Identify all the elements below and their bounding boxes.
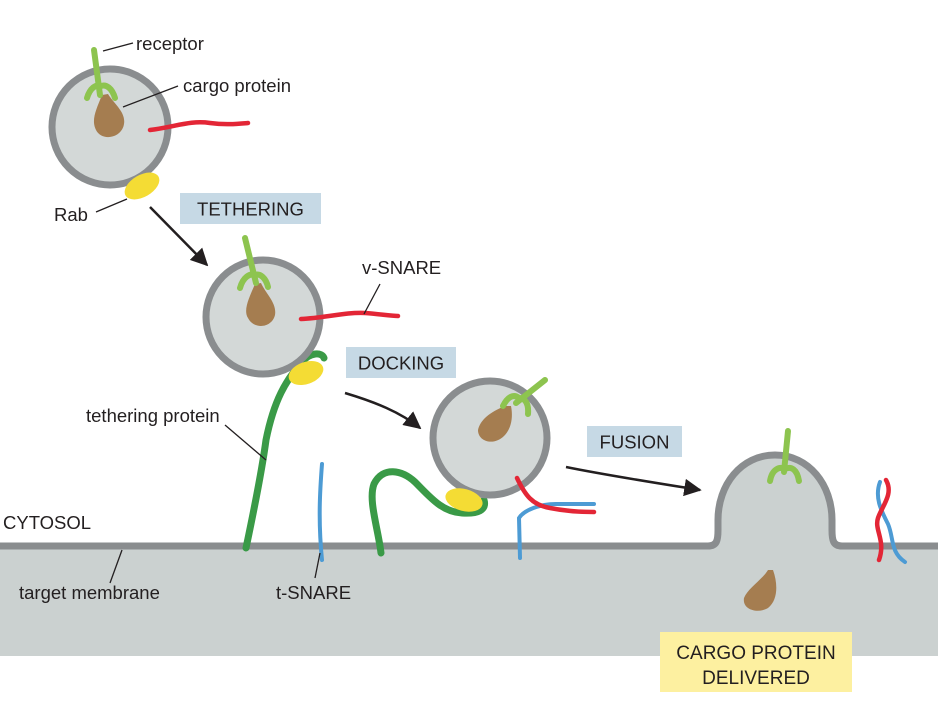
- tethering-protein-1: [242, 350, 328, 552]
- leader-cargo-protein: [122, 85, 179, 108]
- result-box: [660, 632, 852, 692]
- v-snare-3: [514, 475, 597, 515]
- rab-3: [445, 488, 483, 512]
- leader-lines: [95, 42, 381, 584]
- v-snare-1: [147, 120, 251, 133]
- receptor-1-cup: [84, 82, 118, 101]
- tethering-protein-2: [368, 468, 489, 557]
- target-membrane: [0, 451, 938, 656]
- result-line-1: CARGO PROTEIN: [676, 643, 835, 664]
- rab-2: [288, 360, 324, 386]
- arrow-fusion: [565, 465, 702, 497]
- label-cargo-protein: cargo protein: [183, 75, 291, 96]
- rab-1: [124, 172, 160, 200]
- leader-rab: [95, 198, 128, 213]
- cargo-protein-1: [93, 94, 125, 138]
- receptor-4-cup: [767, 464, 802, 484]
- cargo-protein-2: [246, 283, 276, 326]
- receptor-4-stalk: [781, 428, 791, 475]
- leader-tethering-protein: [224, 424, 267, 461]
- step-tethering: TETHERING: [197, 199, 304, 220]
- step-fusion: FUSION: [600, 432, 670, 453]
- cargo-protein-delivered: [743, 570, 777, 611]
- vesicle-1: [48, 47, 251, 200]
- label-receptor: receptor: [136, 33, 204, 54]
- cargo-protein-3: [478, 406, 512, 442]
- receptor-2-cup: [237, 271, 271, 291]
- label-t-snare: t-SNARE: [276, 582, 351, 603]
- vesicle-3: [429, 377, 597, 515]
- leader-receptor: [102, 42, 134, 52]
- step-docking: DOCKING: [358, 353, 444, 374]
- t-snare-1: [317, 462, 324, 562]
- receptor-3-cup: [500, 393, 532, 417]
- v-snare-4: [874, 477, 891, 563]
- target-membrane-body: [0, 455, 938, 656]
- step-fusion-box: [587, 426, 682, 457]
- t-snare-2: [516, 502, 596, 560]
- leader-target-membrane: [109, 549, 123, 584]
- label-tethering-protein: tethering protein: [86, 405, 220, 426]
- t-snare-3: [875, 480, 907, 564]
- arrow-tethering: [149, 206, 209, 267]
- label-cytosol: CYTOSOL: [3, 512, 91, 533]
- leader-t-snare: [314, 552, 321, 579]
- step-docking-box: [346, 347, 456, 378]
- leader-v-snare: [363, 283, 381, 315]
- vesicle-2: [202, 235, 401, 386]
- label-v-snare: v-SNARE: [362, 257, 441, 278]
- label-target-membrane: target membrane: [19, 582, 160, 603]
- result-line-2: DELIVERED: [702, 668, 810, 689]
- target-membrane-edge: [0, 451, 938, 550]
- label-rab: Rab: [54, 204, 88, 225]
- step-tethering-box: [180, 193, 321, 224]
- arrow-docking: [344, 391, 422, 430]
